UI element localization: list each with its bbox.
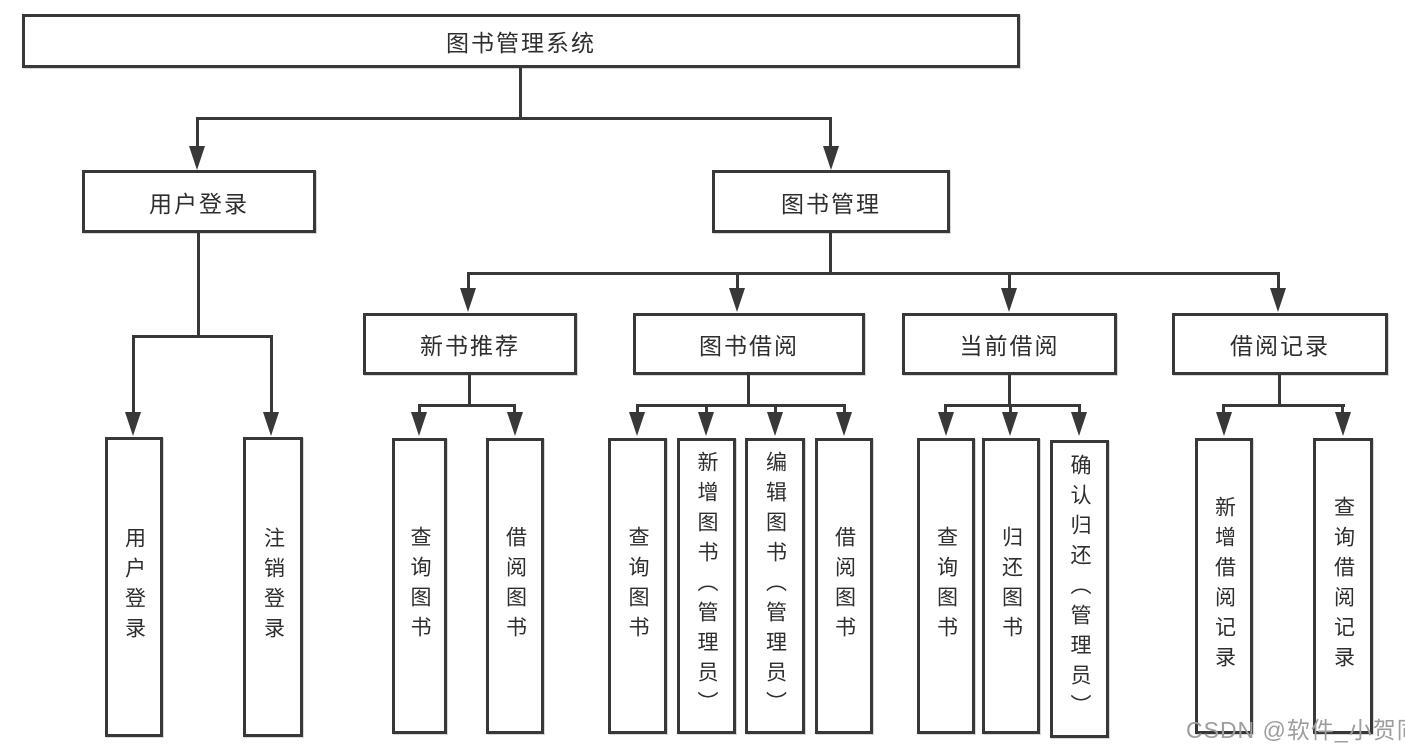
arrow-to-bb-add-books bbox=[698, 412, 714, 436]
arrow-to-cb-query-books bbox=[938, 412, 954, 436]
arrow-to-br-add-record bbox=[1216, 412, 1232, 436]
arrow-to-nb-borrow-books bbox=[507, 412, 523, 436]
connector-nb-hbar bbox=[418, 404, 516, 407]
leaf-br-add-borrow-record: 新增借阅记录 bbox=[1195, 438, 1253, 734]
node-book-borrowing-label: 图书借阅 bbox=[699, 333, 799, 359]
arrow-to-br-query-record bbox=[1335, 412, 1351, 436]
connector-user-login-hbar bbox=[133, 335, 273, 338]
leaf-br-query-borrow-record-label: 查询借阅记录 bbox=[1331, 496, 1355, 676]
connector-br-stem bbox=[1278, 375, 1281, 406]
connector-l3-hbar bbox=[467, 272, 1280, 275]
leaf-cb-query-books-label: 查询图书 bbox=[934, 526, 958, 646]
leaf-logout-label: 注销登录 bbox=[261, 527, 285, 647]
leaf-cb-return-books-label: 归还图书 bbox=[999, 526, 1023, 646]
arrow-to-cb-return-books bbox=[1002, 412, 1018, 436]
arrow-to-bb-borrow-books bbox=[836, 412, 852, 436]
node-current-borrowing: 当前借阅 bbox=[902, 313, 1117, 375]
arrow-to-new-book-recommendation bbox=[460, 288, 476, 312]
connector-root-stem bbox=[519, 68, 522, 118]
arrow-to-borrowing-records bbox=[1270, 288, 1286, 312]
connector-user-login-stem bbox=[197, 233, 200, 337]
leaf-nb-query-books: 查询图书 bbox=[392, 438, 447, 734]
connector-br-leaf2-stem bbox=[1341, 404, 1344, 414]
leaf-br-add-borrow-record-label: 新增借阅记录 bbox=[1212, 496, 1236, 676]
connector-bb-leaf3-stem bbox=[774, 404, 777, 414]
connector-bb-leaf1-stem bbox=[636, 404, 639, 414]
connector-br-hbar bbox=[1223, 404, 1345, 407]
leaf-bb-edit-books-admin-label: 编辑图书（管理员） bbox=[763, 451, 787, 721]
leaf-cb-query-books: 查询图书 bbox=[917, 438, 975, 734]
node-new-book-recommendation: 新书推荐 bbox=[363, 313, 577, 375]
leaf-cb-confirm-return-admin-label: 确认归还（管理员） bbox=[1068, 454, 1091, 724]
connector-current-borrow-stem bbox=[1008, 272, 1011, 288]
leaf-bb-add-books-admin: 新增图书（管理员） bbox=[677, 438, 736, 734]
connector-nb-leaf1-stem bbox=[418, 404, 421, 414]
connector-nb-stem bbox=[468, 375, 471, 406]
node-root-label: 图书管理系统 bbox=[446, 30, 596, 56]
arrow-to-leaf-logout bbox=[263, 412, 279, 436]
leaf-user-login-label: 用户登录 bbox=[122, 527, 146, 647]
csdn-watermark: CSDN @软件_小贺同学 bbox=[1186, 717, 1405, 743]
connector-cb-leaf1-stem bbox=[944, 404, 947, 414]
leaf-bb-borrow-books-label: 借阅图书 bbox=[832, 526, 856, 646]
leaf-user-login: 用户登录 bbox=[105, 437, 163, 737]
leaf-br-query-borrow-record: 查询借阅记录 bbox=[1313, 438, 1373, 734]
arrow-to-book-borrowing bbox=[729, 288, 745, 312]
connector-l1-left-stem bbox=[196, 117, 199, 148]
connector-cb-stem bbox=[1008, 375, 1011, 406]
node-root: 图书管理系统 bbox=[22, 14, 1020, 68]
connector-bb-leaf4-stem bbox=[843, 404, 846, 414]
arrow-to-nb-query-books bbox=[411, 412, 427, 436]
arrow-to-leaf-user-login bbox=[125, 412, 141, 436]
connector-l1-hbar bbox=[197, 117, 831, 120]
arrow-to-bb-query-books bbox=[629, 412, 645, 436]
connector-leaf-logout-stem bbox=[270, 335, 273, 412]
arrow-to-user-login bbox=[189, 146, 205, 170]
node-book-management: 图书管理 bbox=[712, 170, 950, 233]
node-user-login-label: 用户登录 bbox=[149, 190, 249, 217]
arrow-to-current-borrowing bbox=[1001, 288, 1017, 312]
connector-bb-leaf2-stem bbox=[705, 404, 708, 414]
connector-bb-stem bbox=[747, 375, 750, 406]
arrow-to-cb-confirm-return bbox=[1071, 412, 1087, 436]
connector-book-mgmt-stem bbox=[829, 233, 832, 274]
arrow-to-book-management bbox=[823, 146, 839, 170]
connector-l1-right-stem bbox=[829, 117, 832, 148]
node-new-book-recommendation-label: 新书推荐 bbox=[420, 333, 520, 359]
node-borrowing-records: 借阅记录 bbox=[1172, 313, 1388, 375]
node-book-borrowing: 图书借阅 bbox=[633, 313, 865, 375]
leaf-cb-return-books: 归还图书 bbox=[982, 438, 1040, 734]
leaf-logout: 注销登录 bbox=[243, 437, 303, 737]
node-current-borrowing-label: 当前借阅 bbox=[959, 333, 1060, 359]
arrow-to-bb-edit-books bbox=[767, 412, 783, 436]
leaf-nb-query-books-label: 查询图书 bbox=[408, 526, 431, 646]
connector-cb-hbar bbox=[945, 404, 1081, 407]
leaf-nb-borrow-books: 借阅图书 bbox=[486, 438, 544, 734]
node-book-management-label: 图书管理 bbox=[781, 190, 881, 217]
leaf-nb-borrow-books-label: 借阅图书 bbox=[503, 526, 527, 646]
leaf-cb-confirm-return-admin: 确认归还（管理员） bbox=[1050, 440, 1109, 738]
leaf-bb-edit-books-admin: 编辑图书（管理员） bbox=[745, 438, 805, 734]
connector-leaf-user-login-stem bbox=[132, 335, 135, 412]
connector-cb-leaf2-stem bbox=[1009, 404, 1012, 414]
node-borrowing-records-label: 借阅记录 bbox=[1230, 333, 1330, 359]
connector-br-leaf1-stem bbox=[1222, 404, 1225, 414]
connector-book-borrow-stem bbox=[736, 272, 739, 288]
leaf-bb-add-books-admin-label: 新增图书（管理员） bbox=[695, 451, 718, 721]
leaf-bb-query-books-label: 查询图书 bbox=[626, 526, 649, 646]
leaf-bb-query-books: 查询图书 bbox=[608, 438, 667, 734]
leaf-bb-borrow-books: 借阅图书 bbox=[815, 438, 873, 734]
connector-nb-leaf2-stem bbox=[513, 404, 516, 414]
node-user-login: 用户登录 bbox=[82, 170, 316, 233]
connector-cb-leaf3-stem bbox=[1078, 404, 1081, 414]
connector-records-stem bbox=[1277, 272, 1280, 288]
connector-new-book-stem bbox=[467, 272, 470, 288]
connector-bb-hbar bbox=[636, 404, 846, 407]
